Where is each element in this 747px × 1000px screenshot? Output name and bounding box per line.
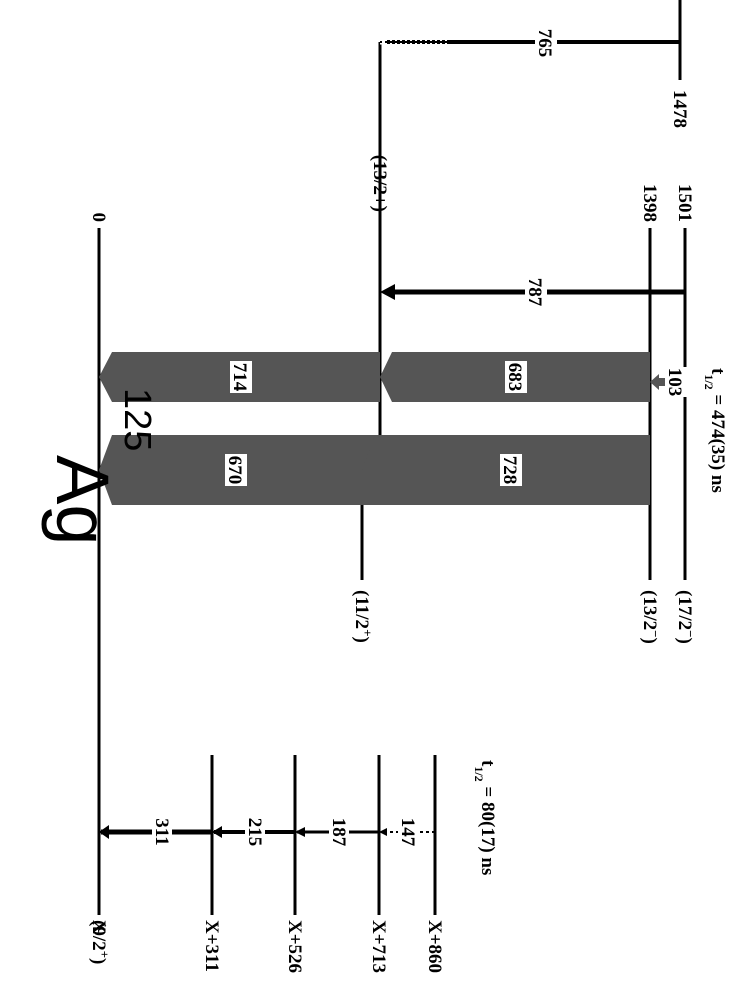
level-spin-1501: (17/2−) (674, 590, 699, 644)
band-label-x713: X+713 (368, 920, 389, 973)
band-gamma-box-147 (398, 818, 418, 848)
band-label-x860: X+860 (424, 920, 445, 973)
gamma-box-103 (665, 367, 687, 397)
nucleus-symbol: Ag (41, 455, 124, 546)
gamma-label-765: 765 (534, 29, 555, 58)
level-spin-1398: (13/2−) (639, 590, 664, 644)
band-gamma-arrowhead-311 (99, 825, 109, 839)
band-label-x526: X+526 (284, 920, 305, 973)
level-energy-0: 0 (88, 213, 109, 223)
gamma-box-714 (230, 361, 252, 393)
band-gamma-box-187 (329, 818, 349, 848)
gamma-label-787: 787 (524, 278, 545, 307)
level-spin-670: (11/2+) (351, 590, 376, 643)
band-gamma-arrowhead-187 (295, 827, 305, 837)
band-gamma-label-311: 311 (151, 818, 172, 845)
band-gamma-box-311 (152, 818, 172, 848)
half-life-80: t1/2 = 80(17) ns (472, 760, 498, 875)
band-gamma-arrowhead-215 (212, 826, 222, 838)
band-label-x0: X (88, 920, 109, 934)
band-gamma-label-187: 187 (328, 818, 349, 847)
level-spin-714: (13/2+) (369, 155, 390, 212)
gamma-box-670 (225, 454, 247, 486)
band-gamma-label-147: 147 (397, 818, 418, 847)
level-energy-1501: 1501 (674, 184, 695, 222)
gamma-box-683 (505, 361, 527, 393)
band-gamma-box-215 (245, 818, 265, 848)
gamma-label-728: 728 (499, 456, 520, 485)
gamma-arrowhead-728 (362, 435, 375, 505)
level-energy-1398: 1398 (639, 184, 660, 222)
gamma-label-103: 103 (664, 368, 685, 397)
gamma-arrowhead-787 (380, 284, 395, 300)
gamma-label-670: 670 (224, 456, 245, 485)
gamma-box-787 (525, 277, 547, 307)
nucleus-mass: 125 (116, 388, 158, 451)
gamma-box-728 (500, 454, 522, 486)
gamma-arrowhead-103 (650, 374, 659, 390)
band-label-x311: X+311 (201, 920, 222, 972)
gamma-label-714: 714 (229, 363, 250, 392)
gamma-box-765 (535, 28, 557, 58)
band-gamma-arrowhead-147 (379, 828, 387, 836)
half-life-474: t1/2 = 474(35) ns (702, 368, 728, 493)
level-energy-1478: 1478 (669, 90, 690, 128)
level-spin-0: (9/2+) (88, 920, 113, 964)
band-gamma-label-215: 215 (244, 818, 265, 847)
gamma-label-683: 683 (504, 363, 525, 392)
